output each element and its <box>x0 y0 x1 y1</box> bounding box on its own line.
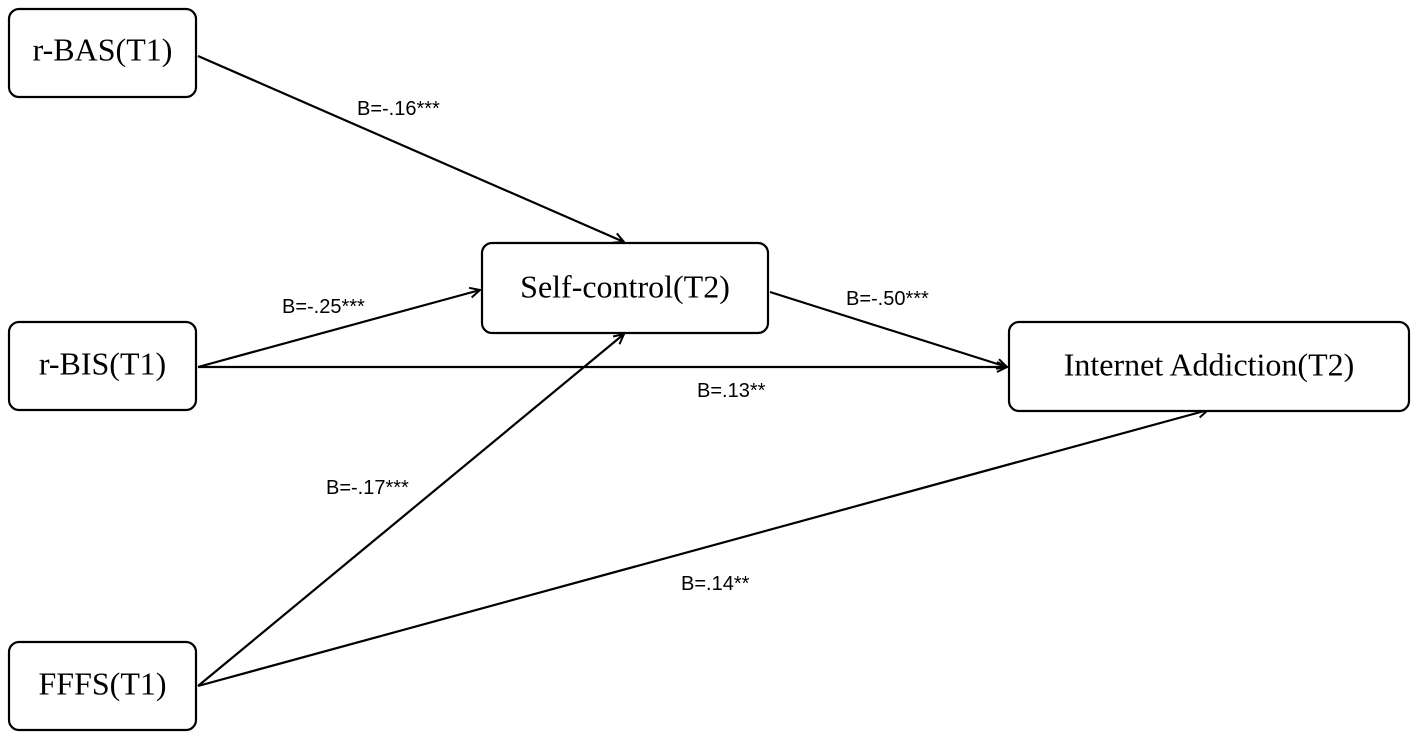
node-label-fffs: FFFS(T1) <box>38 665 166 701</box>
node-label-rbas: r-BAS(T1) <box>33 31 173 67</box>
edge-label-selfcontrol-internet: B=-.50*** <box>846 288 929 310</box>
arrow-selfcontrol-internet <box>769 290 1007 367</box>
edge-rbis-to-selfcontrol: B=-.25*** <box>197 290 480 369</box>
arrow-fffs-selfcontrol <box>197 334 624 687</box>
node-box-fffs <box>7 640 198 732</box>
arrow-rbas-selfcontrol <box>197 54 624 242</box>
node-box-internet <box>1007 320 1411 413</box>
node-fffs: FFFS(T1) <box>7 640 198 732</box>
node-label-selfcontrol: Self-control(T2) <box>520 268 730 304</box>
node-rbas: r-BAS(T1) <box>7 7 198 99</box>
arrow-fffs-internet <box>197 410 1208 688</box>
node-box-rbas <box>7 7 198 99</box>
node-label-rbis: r-BIS(T1) <box>39 345 166 381</box>
edge-label-rbis-selfcontrol: B=-.25*** <box>282 296 365 318</box>
edge-fffs-to-selfcontrol: B=-.17*** <box>197 334 624 687</box>
arrow-rbis-selfcontrol <box>197 290 480 369</box>
node-box-rbis <box>7 320 198 412</box>
node-box-selfcontrol <box>480 241 770 335</box>
edge-label-fffs-internet: B=.14** <box>681 573 750 595</box>
edge-rbas-to-selfcontrol: B=-.16*** <box>197 54 624 242</box>
edge-fffs-to-internet: B=.14** <box>197 410 1208 688</box>
node-label-internet: Internet Addiction(T2) <box>1064 346 1355 382</box>
node-internet: Internet Addiction(T2) <box>1007 320 1411 413</box>
edge-rbis-to-internet: B=.13** <box>198 367 1007 402</box>
edge-label-fffs-selfcontrol: B=-.17*** <box>326 477 409 499</box>
edge-label-rbis-internet: B=.13** <box>697 380 766 402</box>
node-rbis: r-BIS(T1) <box>7 320 198 412</box>
node-selfcontrol: Self-control(T2) <box>480 241 770 335</box>
edge-selfcontrol-to-internet: B=-.50*** <box>769 288 1007 367</box>
edge-label-rbas-selfcontrol: B=-.16*** <box>357 98 440 120</box>
